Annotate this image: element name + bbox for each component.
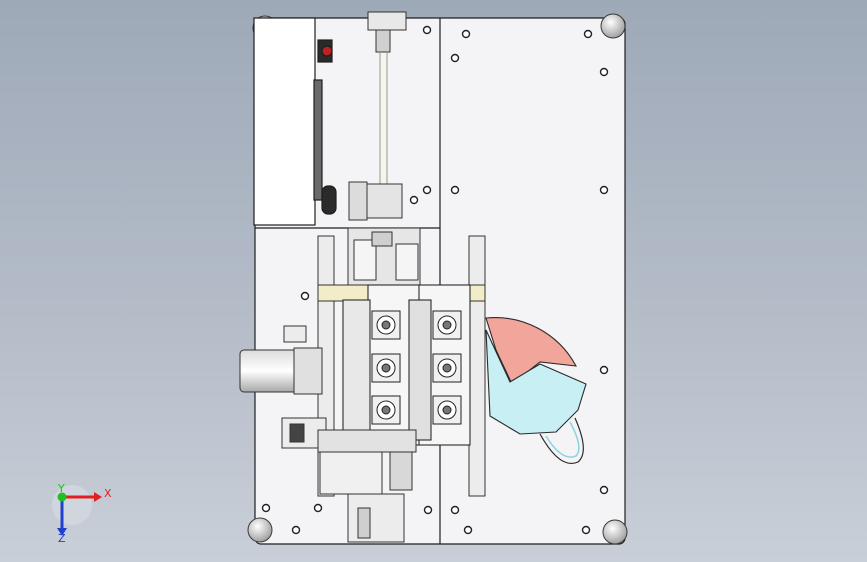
upper-slide-block [347,227,421,287]
screw [450,505,460,515]
bearing-block [432,395,462,425]
x-axis-label: X [104,487,112,500]
bearing-block [371,353,401,383]
screw [423,505,433,515]
view-triad: X Y Z [52,482,112,545]
guide-rod [348,11,407,221]
screw [422,185,432,195]
screw [599,67,609,77]
bearing-block [432,310,462,340]
screw [463,525,473,535]
rotary-sector-red [485,317,577,385]
screw [450,53,460,63]
screw [313,503,323,513]
screw [300,291,310,301]
screw [409,195,419,205]
screw [461,29,471,39]
bearing-block [371,310,401,340]
bearing-blocks [371,310,462,425]
screw [422,25,432,35]
screw [583,29,593,39]
screw [599,485,609,495]
screw [599,365,609,375]
z-axis-label: Z [58,532,66,545]
screw [261,503,271,513]
rotary-sector-cyan [485,329,587,464]
screw [599,185,609,195]
y-axis-label: Y [57,482,65,495]
screw [581,525,591,535]
motor-cylinder [239,325,327,449]
bearing-block [432,353,462,383]
screw [291,525,301,535]
lower-mechanism [317,429,417,543]
control-box [253,17,337,226]
bearing-block [371,395,401,425]
screw [450,185,460,195]
